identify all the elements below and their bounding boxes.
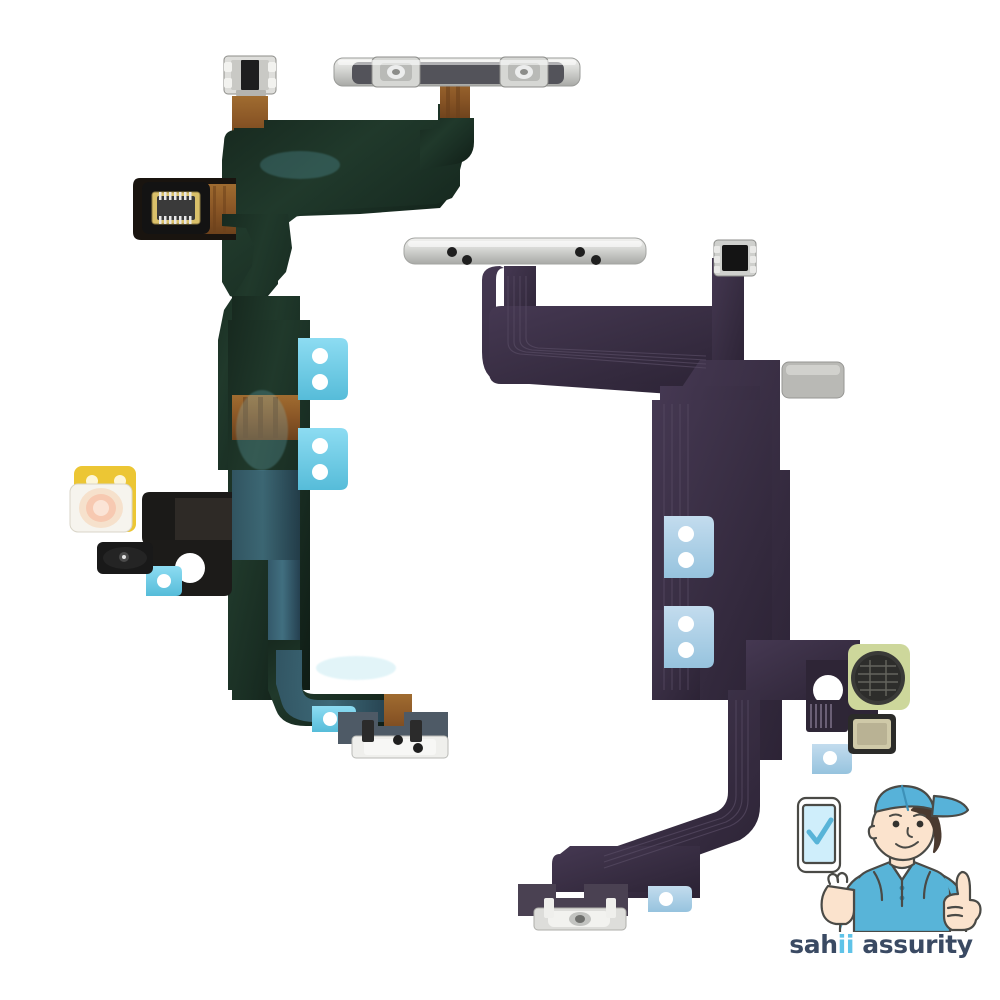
left-adhesive-tab-mic [146,566,182,596]
left-flex-volume-arm [420,76,474,170]
left-microphone-module [97,542,153,574]
right-adhesive-tab-upper [664,516,714,578]
right-board-connector [713,239,757,277]
right-adhesive-tab-bottom [648,886,692,912]
left-adhesive-tab-upper [298,338,348,400]
left-flex-sheen [236,151,396,680]
power-switch-dome [223,55,277,96]
right-adhesive-tab-lower [664,606,714,668]
left-adhesive-tab-lower [298,428,348,490]
right-mic-trace-pads [806,700,848,732]
right-adhesive-tab-mic [812,744,852,774]
right-flash-led-module [848,644,910,710]
left-board-connector [142,182,210,234]
left-mute-switch-bracket [338,712,449,759]
right-microphone-module [848,714,896,754]
right-metal-shield-pad [781,361,845,399]
left-volume-button-bracket [333,56,581,88]
left-flash-led-module [69,466,136,533]
right-volume-button-bracket [403,237,647,265]
right-mute-switch-bracket [518,884,628,931]
